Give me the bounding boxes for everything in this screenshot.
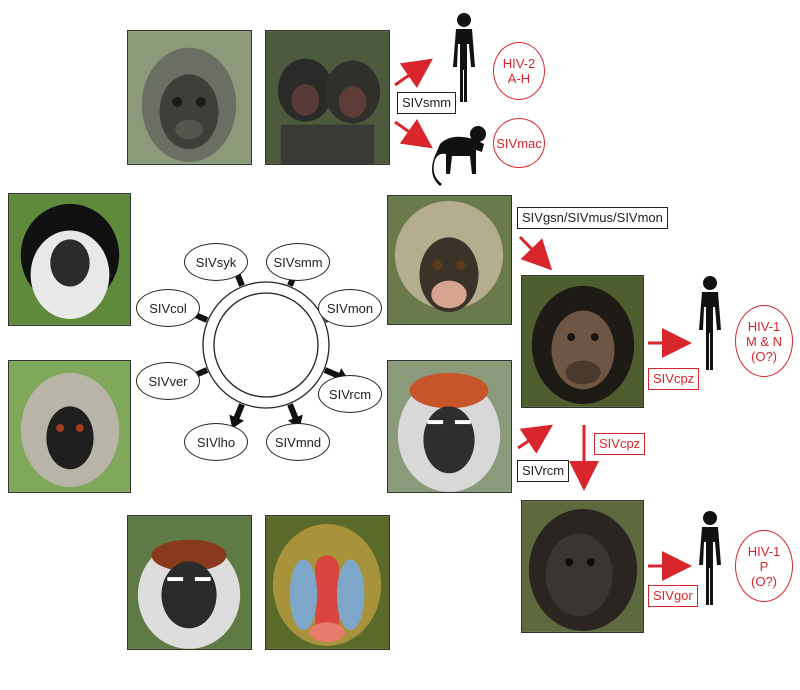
hub-label-sivsyk: SIVsyk bbox=[184, 243, 248, 281]
human-silhouette-icon bbox=[699, 276, 721, 370]
result-hiv1-mn-line1: HIV-1 bbox=[747, 318, 781, 334]
photo-mandrill bbox=[265, 515, 390, 650]
photo-mona-monkey bbox=[387, 195, 512, 325]
label-sivsmm-transmission: SIVsmm bbox=[397, 92, 457, 114]
photo-red-capped-mangabey-lower bbox=[127, 515, 252, 650]
result-hiv1-p-line3: (O?) bbox=[751, 573, 777, 589]
photo-sykes-monkey bbox=[127, 30, 252, 165]
hub-label-sivsmm: SIVsmm bbox=[266, 243, 330, 281]
result-hiv2: HIV-2 A-H bbox=[493, 42, 545, 100]
result-hiv2-line1: HIV-2 bbox=[502, 56, 536, 71]
label-sivrcm-transmission: SIVrcm bbox=[517, 460, 570, 482]
result-sivmac: SIVmac bbox=[493, 118, 545, 168]
result-hiv2-line2: A-H bbox=[507, 71, 531, 86]
hub-label-sivver: SIVver bbox=[136, 362, 200, 400]
label-sivgsn-sivmus-sivmon: SIVgsn/SIVmus/SIVmon bbox=[517, 207, 668, 229]
photo-sooty-mangabeys bbox=[265, 30, 390, 165]
photo-vervet bbox=[8, 360, 131, 493]
label-sivcpz-to-human: SIVcpz bbox=[648, 368, 700, 390]
human-silhouette-icon bbox=[699, 511, 721, 605]
hub-label-sivmnd: SIVmnd bbox=[266, 423, 330, 461]
result-hiv1-p-line2: P bbox=[759, 558, 769, 574]
hub-label-sivmon: SIVmon bbox=[318, 289, 382, 327]
hub-label-sivrcm: SIVrcm bbox=[318, 375, 382, 413]
result-hiv1-mn-line3: (O?) bbox=[751, 348, 777, 364]
result-hiv1-p: HIV-1 P (O?) bbox=[735, 530, 793, 602]
label-sivgor-to-human: SIVgor bbox=[648, 585, 698, 607]
arrow-rcm-to-chimp bbox=[517, 424, 553, 454]
result-hiv1-p-line1: HIV-1 bbox=[747, 543, 781, 559]
hub-label-sivlho: SIVlho bbox=[184, 423, 248, 461]
hub-arrow-shaft bbox=[287, 403, 299, 420]
arrow-smm-to-human bbox=[394, 58, 433, 89]
result-hiv1-mn-line2: M & N bbox=[745, 333, 783, 349]
photo-gorilla bbox=[521, 500, 644, 633]
photo-colobus bbox=[8, 193, 131, 326]
label-sivcpz-to-gorilla: SIVcpz bbox=[594, 433, 646, 455]
result-hiv1-mn: HIV-1 M & N (O?) bbox=[735, 305, 793, 377]
result-sivmac-line1: SIVmac bbox=[496, 135, 542, 151]
human-silhouette-icon bbox=[453, 13, 475, 102]
photo-red-capped-mangabey bbox=[387, 360, 512, 493]
central-hub bbox=[202, 281, 330, 409]
arrow-smm-to-macaque bbox=[394, 118, 433, 149]
hub-label-sivcol: SIVcol bbox=[136, 289, 200, 327]
hub-arrow-shaft bbox=[233, 403, 245, 420]
arrow-mon-to-chimp bbox=[518, 235, 553, 271]
photo-chimpanzee bbox=[521, 275, 644, 408]
hub-arrow-shaft bbox=[323, 367, 341, 379]
macaque-silhouette-icon bbox=[432, 126, 486, 186]
